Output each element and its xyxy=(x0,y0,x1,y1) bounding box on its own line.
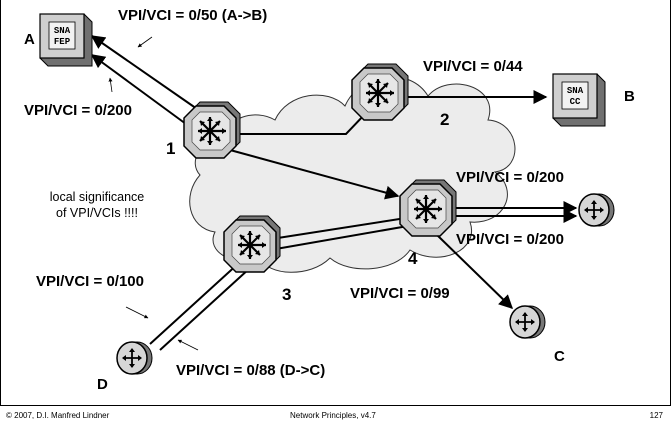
label-vc-ab: VPI/VCI = 0/50 (A->B) xyxy=(118,7,267,24)
pointer-vc-dc xyxy=(177,339,199,351)
pointer-vc-d-100 xyxy=(125,306,149,319)
sna-fep-device: SNA FEP xyxy=(39,13,93,67)
link-3-d-left xyxy=(149,261,241,345)
router-d xyxy=(116,341,153,375)
fep-label-line1: SNA xyxy=(54,26,71,36)
label-vc-d-100: VPI/VCI = 0/100 xyxy=(36,273,144,290)
endpoint-c-label: C xyxy=(554,348,565,365)
label-vc-dc: VPI/VCI = 0/88 (D->C) xyxy=(176,362,325,379)
footer-copyright: © 2007, D.I. Manfred Lindner xyxy=(6,411,110,420)
switch-3-number: 3 xyxy=(282,285,291,304)
label-vc-b-44: VPI/VCI = 0/44 xyxy=(423,58,523,75)
connections xyxy=(90,35,578,351)
atm-switch-2 xyxy=(350,62,410,122)
atm-switch-4 xyxy=(398,178,458,238)
link-1-2 xyxy=(232,112,367,135)
atm-switch-3 xyxy=(222,214,282,274)
atm-switch-1 xyxy=(182,100,242,160)
link-3-d-right xyxy=(159,267,251,351)
footer-title: Network Principles, v4.7 xyxy=(290,411,376,420)
sna-cc-device: SNA CC xyxy=(552,73,606,127)
note-line1: local significance xyxy=(50,190,145,204)
label-vc-a-200: VPI/VCI = 0/200 xyxy=(24,102,132,119)
link-1-4 xyxy=(229,149,400,200)
endpoint-d-label: D xyxy=(97,376,108,393)
pointer-vc-ab xyxy=(137,36,153,48)
footer-page-number: 127 xyxy=(649,411,663,420)
note-line2: of VPI/VCIs !!!! xyxy=(56,206,138,220)
cc-label-line1: SNA xyxy=(567,86,584,96)
label-vc-4-bottom: VPI/VCI = 0/200 xyxy=(456,231,564,248)
label-vc-c-99: VPI/VCI = 0/99 xyxy=(350,285,450,302)
cc-label-line2: CC xyxy=(570,97,581,107)
link-3-4-upper xyxy=(264,217,407,241)
router-c xyxy=(509,305,546,339)
endpoint-b-label: B xyxy=(624,88,635,105)
link-4-c xyxy=(435,233,514,309)
link-1-a-lower xyxy=(90,54,187,125)
label-vc-4-top: VPI/VCI = 0/200 xyxy=(456,169,564,186)
pointer-vc-a-200 xyxy=(108,77,113,93)
switch-2-number: 2 xyxy=(440,110,449,129)
link-3-4-lower xyxy=(269,225,409,251)
endpoint-a-label: A xyxy=(24,31,35,48)
router-right xyxy=(578,193,615,227)
switch-1-number: 1 xyxy=(166,139,175,158)
link-1-a-upper xyxy=(90,35,201,112)
fep-label-line2: FEP xyxy=(54,37,71,47)
switch-4-number: 4 xyxy=(408,249,418,268)
